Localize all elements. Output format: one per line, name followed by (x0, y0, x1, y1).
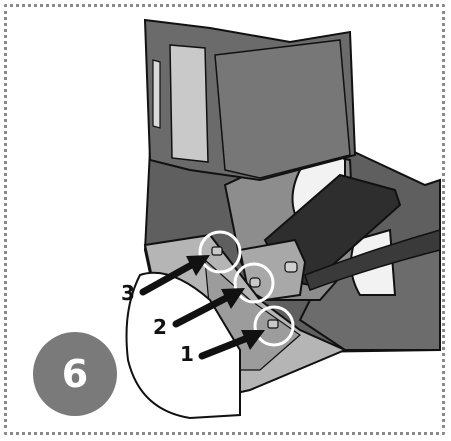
hole-strap (285, 262, 297, 272)
brace-cuff-fold (215, 40, 350, 178)
hole-2 (250, 278, 260, 287)
callout-label-2: 2 (153, 317, 167, 337)
hole-3 (212, 247, 222, 255)
callout-label-3: 3 (121, 283, 135, 303)
hole-1 (268, 320, 278, 328)
step-number: 6 (62, 352, 88, 396)
brace-cuff-panel (170, 45, 208, 162)
brace-cuff-slot (153, 60, 160, 128)
step-number-badge: 6 (33, 332, 117, 416)
callout-label-1: 1 (180, 344, 194, 364)
